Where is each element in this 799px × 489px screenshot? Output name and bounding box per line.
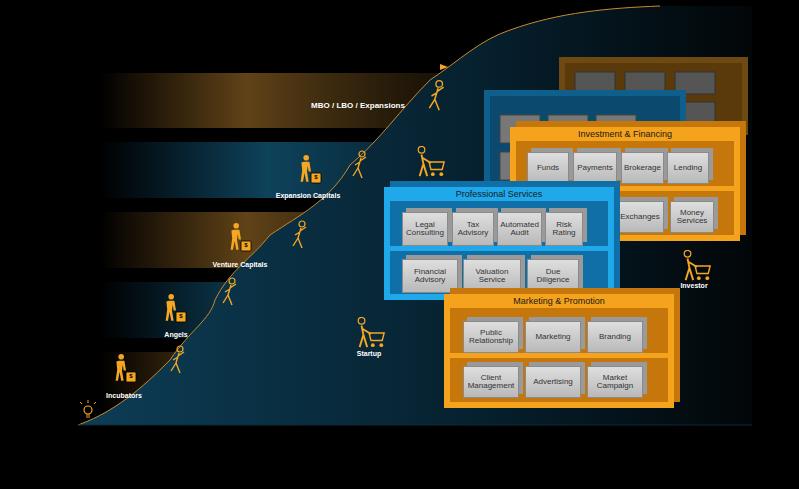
- stage-label: MBO / LBO / Expansions: [311, 101, 405, 110]
- service-label: Brokerage: [624, 164, 661, 172]
- shelf-title: Marketing & Promotion: [444, 294, 674, 308]
- service-box: Due Diligence: [527, 259, 579, 293]
- service-label: Public Relationship: [466, 329, 516, 346]
- service-label: Client Management: [466, 374, 516, 391]
- service-label: Legal Consulting: [405, 221, 445, 238]
- service-label: Funds: [537, 164, 559, 172]
- shelf-divider: [450, 353, 668, 358]
- service-label: Risk Rating: [548, 221, 580, 238]
- shelf-frame: Marketing & PromotionPublic Relationship…: [444, 294, 674, 408]
- stage-label: Venture Capitals: [213, 261, 268, 268]
- currency-sign: $: [314, 174, 317, 180]
- service-box: Automated Audit: [497, 212, 542, 246]
- service-label: Financial Advisory: [405, 268, 455, 285]
- service-box: Marketing: [525, 321, 581, 353]
- stage-label: Expansion Capitals: [276, 192, 341, 199]
- service-box: Valuation Service: [463, 259, 521, 293]
- service-label: Advertising: [533, 378, 573, 386]
- service-label: Marketing: [535, 333, 570, 341]
- currency-sign: $: [244, 242, 247, 248]
- stage-label: Startup: [357, 350, 382, 357]
- service-box: Client Management: [463, 366, 519, 398]
- currency-sign: $: [179, 313, 182, 319]
- service-label: Market Campaign: [590, 374, 640, 391]
- service-box: Money Services: [670, 201, 714, 233]
- service-label: Tax Advisory: [455, 221, 491, 238]
- service-label: Money Services: [673, 209, 711, 226]
- service-label: Exchanges: [620, 213, 660, 221]
- service-box: Brokerage: [621, 152, 664, 184]
- shelf-frame: Professional ServicesLegal Consulting Tax…: [384, 187, 614, 300]
- service-box: Tax Advisory: [452, 212, 494, 246]
- service-label: Lending: [674, 164, 702, 172]
- currency-sign: $: [129, 373, 132, 379]
- service-box: Advertising: [525, 366, 581, 398]
- service-box: Risk Rating: [545, 212, 583, 246]
- service-box: Public Relationship: [463, 321, 519, 353]
- service-box: Payments: [573, 152, 617, 184]
- shelf-title: Professional Services: [384, 187, 614, 201]
- shelf-divider: [390, 246, 608, 251]
- service-box: Market Campaign: [587, 366, 643, 398]
- service-box: Funds: [527, 152, 569, 184]
- service-label: Payments: [577, 164, 613, 172]
- service-label: Valuation Service: [466, 268, 518, 285]
- service-box: Legal Consulting: [402, 212, 448, 246]
- stage-label: Investor: [680, 282, 707, 289]
- service-box: Financial Advisory: [402, 259, 458, 293]
- stage-label: Incubators: [106, 392, 142, 399]
- service-box: Branding: [587, 321, 643, 353]
- shelf-title: Investment & Financing: [510, 127, 740, 141]
- service-label: Automated Audit: [500, 221, 539, 238]
- service-box: Exchanges: [616, 201, 664, 233]
- service-label: Due Diligence: [530, 268, 576, 285]
- stage-label: Angels: [164, 331, 187, 338]
- service-box: Lending: [667, 152, 709, 184]
- service-label: Branding: [599, 333, 631, 341]
